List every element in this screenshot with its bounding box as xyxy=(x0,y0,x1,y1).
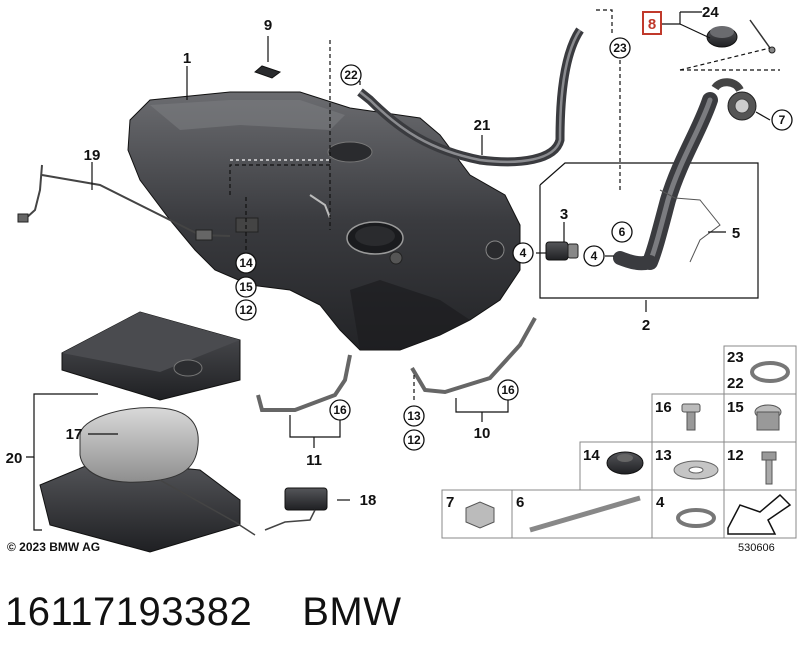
label-5: 5 xyxy=(732,225,740,242)
callout-23: 23 xyxy=(609,37,631,59)
filler-cap xyxy=(706,26,738,48)
callout-12-strap: 12 xyxy=(403,429,425,451)
callout-15-text: 15 xyxy=(239,280,253,294)
callout-23-text: 23 xyxy=(613,41,627,55)
table-label-14: 14 xyxy=(583,447,600,464)
activated-charcoal-box xyxy=(39,311,241,553)
label-3: 3 xyxy=(560,206,568,223)
callout-4-hose: 4 xyxy=(583,245,605,267)
table-label-23: 23 xyxy=(727,349,744,366)
label-9: 9 xyxy=(264,17,272,34)
table-label-22: 22 xyxy=(727,375,744,392)
label-20: 20 xyxy=(6,450,23,467)
label-11: 11 xyxy=(306,452,322,469)
callout-16-strap11-text: 16 xyxy=(333,403,347,417)
callout-12-tank-text: 12 xyxy=(239,303,253,317)
filler-neck-assembly xyxy=(539,78,759,299)
fuel-tank xyxy=(127,91,521,351)
callout-14-text: 14 xyxy=(239,256,253,270)
table-label-16: 16 xyxy=(655,399,672,416)
label-17: 17 xyxy=(66,426,83,443)
callout-13: 13 xyxy=(403,405,425,427)
callout-22-text: 22 xyxy=(344,68,358,82)
table-label-13: 13 xyxy=(655,447,672,464)
callout-12-tank: 12 xyxy=(235,299,257,321)
callout-16-strap11: 16 xyxy=(329,399,351,421)
callout-4-hose-text: 4 xyxy=(591,249,598,263)
label-24: 24 xyxy=(702,4,719,21)
copyright-notice: © 2023 BMW AG xyxy=(7,540,101,554)
callout-7-text: 7 xyxy=(779,113,786,127)
footer-caption: 16117193382 BMW xyxy=(5,590,402,635)
table-label-6: 6 xyxy=(516,494,524,511)
callout-16-strap10: 16 xyxy=(497,379,519,401)
callout-13-text: 13 xyxy=(407,409,421,423)
callout-6-text: 6 xyxy=(619,225,626,239)
label-10: 10 xyxy=(474,425,491,442)
table-label-15: 15 xyxy=(727,399,744,416)
strap-11 xyxy=(256,354,352,412)
callout-22: 22 xyxy=(340,64,362,86)
callout-6: 6 xyxy=(611,221,633,243)
valve-18 xyxy=(264,487,328,531)
highlight-box-8 xyxy=(642,11,662,35)
callout-16-strap10-text: 16 xyxy=(501,383,515,397)
table-label-12: 12 xyxy=(727,447,744,464)
callout-4-tank: 4 xyxy=(512,242,534,264)
callout-7: 7 xyxy=(771,109,793,131)
leader-lines xyxy=(26,9,780,531)
callout-12-strap-text: 12 xyxy=(407,433,421,447)
label-2: 2 xyxy=(642,317,650,334)
table-label-7: 7 xyxy=(446,494,454,511)
cap-tether xyxy=(749,19,771,49)
brand-name: BMW xyxy=(302,590,402,634)
label-18: 18 xyxy=(360,492,377,509)
callout-4-tank-text: 4 xyxy=(520,246,527,260)
part-9-pad xyxy=(254,65,282,79)
label-19: 19 xyxy=(84,147,101,164)
label-8: 8 xyxy=(648,16,656,33)
table-label-4: 4 xyxy=(656,494,665,511)
strap-10 xyxy=(410,317,537,395)
parts-table xyxy=(441,345,797,539)
reference-number: 530606 xyxy=(738,542,775,554)
callout-15: 15 xyxy=(235,276,257,298)
label-1: 1 xyxy=(183,50,191,67)
callout-14: 14 xyxy=(235,252,257,274)
part-number: 16117193382 xyxy=(5,590,253,634)
label-21: 21 xyxy=(474,117,491,134)
